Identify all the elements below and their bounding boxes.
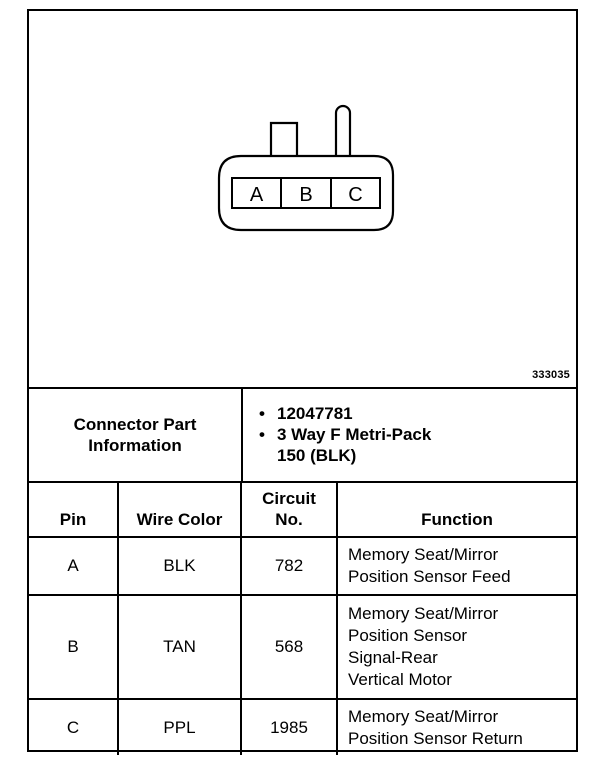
table-row: C PPL 1985 Memory Seat/Mirror Position S… <box>29 698 576 755</box>
part-info-label-line: Connector Part <box>73 415 197 434</box>
connector-figure-frame: A B C 333035 Connector Part Information … <box>27 9 578 755</box>
part-info-row: Connector Part Information 12047781 3 Wa… <box>29 389 576 483</box>
table-row: B TAN 568 Memory Seat/Mirror Position Se… <box>29 594 576 700</box>
header-function: Function <box>336 481 576 538</box>
connector-cavity-block <box>231 177 381 209</box>
function-cell: Memory Seat/Mirror Position Sensor Feed <box>336 536 576 596</box>
part-number: 12047781 <box>277 404 353 423</box>
connector-type-line: 3 Way F Metri-Pack <box>277 425 432 444</box>
wire-color-cell: PPL <box>117 698 242 755</box>
function-line: Position Sensor Return <box>348 728 523 748</box>
pinout-table: Pin Wire Color Circuit No. Function A BL… <box>29 481 576 755</box>
function-cell: Memory Seat/Mirror Position Sensor Retur… <box>336 698 576 755</box>
header-circuit-no-line: No. <box>275 510 303 529</box>
connector-type-line: 150 (BLK) <box>277 446 357 465</box>
pinout-header-row: Pin Wire Color Circuit No. Function <box>29 481 576 538</box>
wire-color-cell: TAN <box>117 594 242 700</box>
connector-diagram: A B C 333035 <box>29 11 576 389</box>
function-line: Memory Seat/Mirror <box>348 604 499 623</box>
connector-drawing: A B C <box>217 104 395 232</box>
header-wire-color: Wire Color <box>117 481 242 538</box>
part-info-label-line: Information <box>88 436 182 455</box>
function-line: Memory Seat/Mirror <box>348 706 499 726</box>
part-info-list: 12047781 3 Way F Metri-Pack 150 (BLK) <box>259 403 431 466</box>
circuit-cell: 782 <box>240 536 338 596</box>
function-line: Position Sensor <box>348 626 468 645</box>
cavity-label-a: A <box>250 184 264 206</box>
function-line: Position Sensor Feed <box>348 567 511 586</box>
pin-cell: A <box>29 536 119 596</box>
function-line: Vertical Motor <box>348 670 452 689</box>
header-pin: Pin <box>29 481 119 538</box>
pin-cell: C <box>29 698 119 755</box>
connector-lock-tab <box>269 121 299 156</box>
circuit-cell: 1985 <box>240 698 338 755</box>
cavity-label-b: B <box>299 184 312 206</box>
function-cell: Memory Seat/Mirror Position Sensor Signa… <box>336 594 576 700</box>
connector-housing <box>217 154 395 232</box>
wire-color-cell: BLK <box>117 536 242 596</box>
circuit-cell: 568 <box>240 594 338 700</box>
header-circuit-no: Circuit No. <box>240 481 338 538</box>
part-info-label: Connector Part Information <box>29 389 243 481</box>
part-number-item: 12047781 <box>259 403 431 424</box>
header-circuit-no-line: Circuit <box>262 489 316 508</box>
function-line: Memory Seat/Mirror <box>348 545 499 564</box>
pin-cell: B <box>29 594 119 700</box>
connector-key-post <box>334 104 352 156</box>
cavity-label-c: C <box>348 184 362 206</box>
table-row: A BLK 782 Memory Seat/Mirror Position Se… <box>29 536 576 596</box>
function-line: Signal-Rear <box>348 648 438 667</box>
connector-type-item: 3 Way F Metri-Pack 150 (BLK) <box>259 424 431 466</box>
figure-number: 333035 <box>532 369 570 381</box>
